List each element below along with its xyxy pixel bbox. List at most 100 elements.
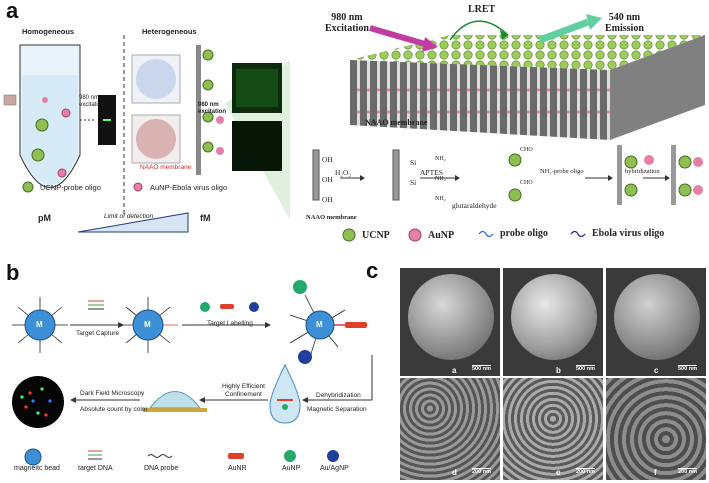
heterogeneous-title: Heterogeneous (142, 27, 197, 36)
legend-ucnp-probe: UCNP-probe oligo (22, 181, 101, 193)
panel-label-a: a (6, 0, 19, 23)
sem-label-b: b (556, 366, 561, 375)
magnetic-bead-2 (120, 297, 178, 353)
membrane-bar (196, 45, 201, 175)
legend-aunr-icon (228, 453, 244, 459)
glutaraldehyde-label: glutaraldehyde (452, 201, 497, 210)
probe-oligo-icon (478, 230, 494, 237)
panel-a-left-diagram (3, 35, 290, 233)
legend-auagnp-label: Au/AgNP (320, 465, 349, 472)
legend-dna-probe-icon (147, 454, 173, 458)
legend-aunp-label: AuNP (282, 465, 301, 472)
bead-label-m1: M (36, 320, 43, 329)
sem-label-d: d (452, 468, 457, 477)
legend-aunp-ebola: AuNP-Ebola virus oligo (132, 181, 227, 193)
membrane-slab (312, 149, 320, 201)
oh-label-3: OH (322, 195, 333, 204)
scale-bar-a: 500 nm (472, 365, 491, 372)
aunp-ebola-icon (133, 182, 143, 192)
naao-membrane-bottom-label: NAAO membrane (306, 214, 357, 221)
scale-bar-c: 500 nm (678, 365, 697, 372)
scale-bar-d: 200 nm (472, 468, 491, 475)
ucnp-in-tube (31, 148, 45, 162)
limit-of-detection-wedge (77, 212, 189, 233)
legend-magnetic-bead-icon (24, 448, 42, 466)
nh2-label-2: NH₂ (435, 176, 446, 182)
scale-bar-b: 500 nm (576, 365, 595, 372)
si-label-2: Si (410, 178, 417, 187)
dark-field-label: Dark Field Microscopy (80, 390, 145, 397)
oh-label-1: OH (322, 155, 333, 164)
dome (148, 391, 202, 409)
legend-ebola-oligo: Ebola virus oligo (570, 228, 664, 239)
cho-label-2: CHO (520, 180, 533, 186)
oh-label-2: OH (322, 175, 333, 184)
aptes-label: APTES (420, 168, 443, 177)
dark-field-image (12, 376, 64, 428)
sem-label-c: c (654, 366, 659, 375)
aunp-icon (408, 228, 422, 242)
ebola-oligo-icon (570, 230, 586, 237)
sem-label-e: e (556, 468, 561, 477)
droplet (269, 363, 301, 424)
sem-image-f (606, 378, 706, 480)
legend-target-dna-label: target DNA (78, 465, 113, 472)
lod-label: Limit of detection (104, 213, 154, 220)
legend-aunp: AuNP (408, 228, 454, 242)
sem-image-d (400, 378, 500, 480)
sem-image-c (606, 268, 706, 376)
dehybridization-label: Dehybridization (316, 392, 361, 399)
scale-bar-e: 200 nm (576, 468, 595, 475)
sem-image-a (400, 268, 500, 376)
fluorescence-image-dark (232, 121, 282, 171)
pm-label: pM (38, 213, 51, 223)
absolute-count-label: Absolute count by color (80, 406, 148, 413)
naao-membrane-3d-label: NAAO membrane (365, 118, 428, 127)
bead-label-m3: M (316, 320, 323, 329)
sem-image-b (503, 268, 603, 376)
naao-membrane-label: NAAO membrane (140, 164, 192, 171)
membrane-circle-pink (136, 119, 176, 159)
bead-label-m2: M (144, 320, 151, 329)
sem-label-a: a (452, 366, 457, 375)
nh2-label-1: NH₂ (435, 156, 446, 162)
membrane-circle-blue (136, 59, 176, 99)
target-labelling-label: Target Labelling (207, 320, 253, 327)
nh2-label-3: NH₂ (435, 196, 446, 202)
target-capture-label: Target Capture (76, 330, 119, 337)
surface-chemistry-scheme (312, 145, 703, 205)
magnetic-bead-1 (12, 297, 68, 353)
legend-dna-probe-label: DNA probe (144, 465, 179, 472)
sem-label-f: f (654, 468, 657, 477)
h2o2-label: H₂O₂ (335, 168, 352, 177)
aunp-in-tube (42, 97, 48, 103)
legend-aunp-icon (284, 450, 296, 462)
magnetic-bead-3 (289, 280, 367, 364)
homogeneous-title: Homogeneous (22, 27, 75, 36)
aunp-in-tube (61, 108, 71, 118)
naao-3d-membrane (350, 14, 705, 140)
legend-ucnp: UCNP (342, 228, 390, 242)
si-label-1: Si (410, 158, 417, 167)
ucnp-in-tube (35, 118, 49, 132)
legend-target-dna-icon (88, 450, 102, 460)
lret-label: LRET (468, 4, 496, 15)
legend-aunr-label: AuNR (228, 465, 247, 472)
panel-b-diagram (12, 280, 373, 466)
membrane-side-face (610, 35, 705, 140)
target-dna-icon (88, 300, 104, 310)
ucnp-icon (342, 228, 356, 242)
magnetic-separation-label: Magnetic Separation (307, 406, 367, 413)
nh2-probe-label: NH₂-probe oligo (540, 168, 584, 175)
scale-bar-f: 200 nm (678, 468, 697, 475)
ucnp-probe-icon (22, 181, 34, 193)
membrane-top-surface (350, 35, 705, 70)
fm-label: fM (200, 213, 211, 223)
tube-photo (3, 94, 17, 106)
sem-image-e (503, 378, 603, 480)
